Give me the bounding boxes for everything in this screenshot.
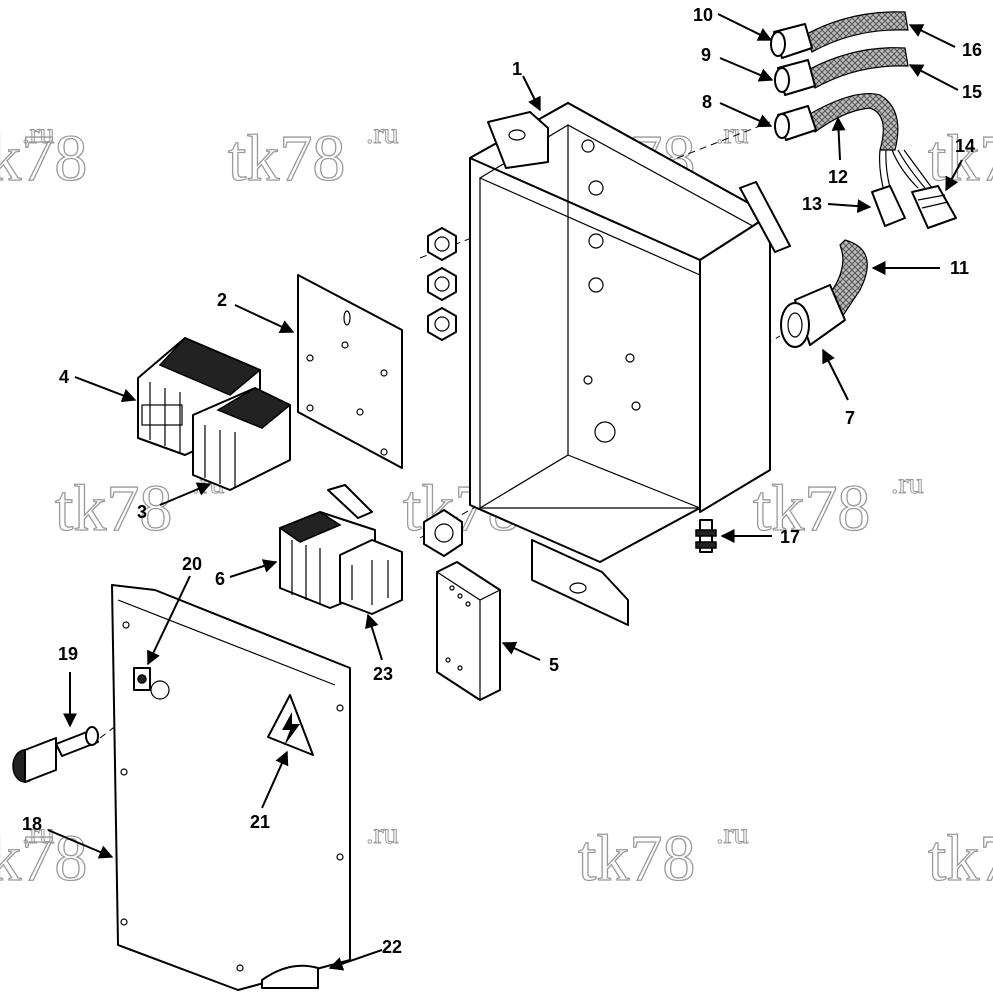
svg-text:tk78: tk78: [753, 472, 870, 545]
svg-text:.ru: .ru: [891, 467, 924, 500]
wire-harness: [871, 149, 957, 229]
cover-block-5: [436, 561, 501, 701]
decal-22: [261, 964, 319, 989]
callout-6: 6: [215, 569, 225, 589]
leader-arrows: [47, 13, 963, 971]
cable-glands-8-9-10: [770, 11, 909, 151]
aux-contact-23: [339, 539, 403, 615]
callout-18: 18: [22, 814, 42, 834]
callout-1: 1: [512, 59, 522, 79]
callout-11: 11: [950, 258, 969, 278]
svg-text:tk78: tk78: [55, 472, 172, 545]
watermark: tk78: [927, 821, 993, 895]
callout-17: 17: [780, 527, 800, 547]
callout-23: 23: [373, 664, 393, 684]
knob-screw-19: [12, 726, 99, 783]
watermark: tk78 .ru: [752, 467, 924, 546]
contactor-3: [192, 387, 292, 491]
svg-text:.ru: .ru: [366, 117, 399, 150]
watermark: tk78 .ru: [0, 117, 88, 196]
callout-21: 21: [250, 812, 270, 832]
lock-nuts: [423, 227, 463, 557]
svg-text:.ru: .ru: [716, 817, 749, 850]
callout-10: 10: [693, 5, 713, 25]
callout-7: 7: [845, 408, 855, 428]
callout-14: 14: [955, 136, 975, 156]
svg-text:tk78: tk78: [928, 122, 993, 195]
watermark: tk78 .ru: [227, 117, 399, 196]
callout-3: 3: [137, 502, 147, 522]
door-latch-20: [133, 667, 151, 691]
callout-20: 20: [182, 554, 202, 574]
svg-text:tk78: tk78: [0, 822, 87, 895]
watermark: tk78: [927, 121, 993, 195]
door-panel-18: [111, 584, 351, 991]
callout-19: 19: [58, 644, 78, 664]
callout-8: 8: [702, 92, 712, 112]
callout-5: 5: [549, 655, 559, 675]
svg-text:.ru: .ru: [22, 117, 55, 150]
svg-text:.ru: .ru: [716, 117, 749, 150]
svg-text:tk78: tk78: [928, 822, 993, 895]
enclosure-box: [469, 102, 791, 626]
callout-12: 12: [828, 167, 848, 187]
callout-9: 9: [701, 45, 711, 65]
svg-text:tk78: tk78: [0, 122, 87, 195]
callout-labels: 1 2 3 4 5 6 7 8 9 10 11 12 13 14 15 16 1…: [22, 5, 982, 957]
svg-text:tk78: tk78: [578, 822, 695, 895]
ground-stud-17: [695, 519, 717, 553]
svg-text:.ru: .ru: [22, 817, 55, 850]
callout-4: 4: [59, 367, 69, 387]
callout-16: 16: [962, 40, 982, 60]
cable-gland-7: [780, 239, 868, 348]
watermark: tk78 .ru: [0, 817, 88, 896]
warning-label-21: [267, 694, 314, 756]
callout-22: 22: [382, 937, 402, 957]
mounting-plate: [297, 274, 403, 469]
high-voltage-warning-icon: [282, 712, 300, 746]
svg-text:.ru: .ru: [366, 817, 399, 850]
callout-15: 15: [962, 82, 982, 102]
svg-text:tk78: tk78: [228, 122, 345, 195]
watermark: tk78 .ru: [577, 817, 749, 896]
callout-2: 2: [217, 290, 227, 310]
callout-13: 13: [802, 194, 822, 214]
